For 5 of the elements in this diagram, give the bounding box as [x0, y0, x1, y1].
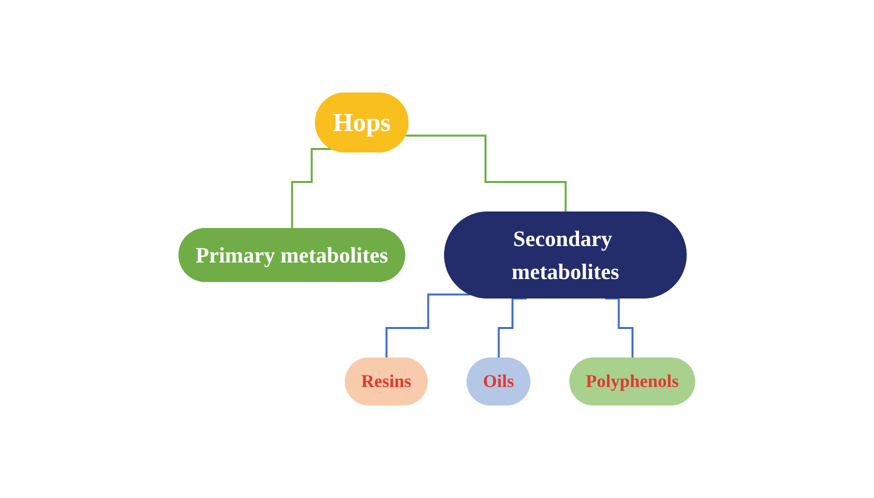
connector: [605, 298, 634, 360]
connector: [291, 148, 332, 230]
connector: [386, 294, 470, 360]
connector: [406, 134, 568, 214]
connector: [498, 298, 527, 360]
